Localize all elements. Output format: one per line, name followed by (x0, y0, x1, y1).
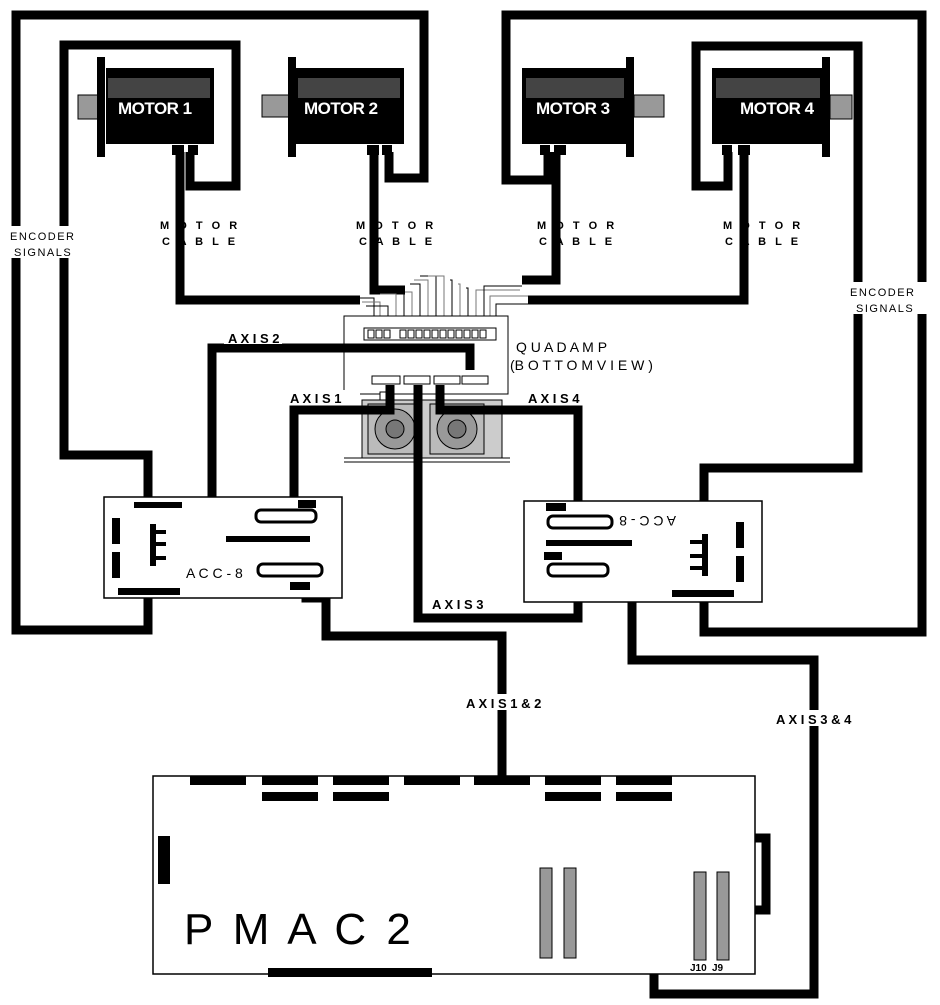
pmac2-label: P M A C 2 (184, 905, 415, 954)
quad-amp (343, 315, 510, 463)
motor-4: MOTOR 4 (712, 57, 853, 157)
motor-cable-label-4-line1: M O T O R (723, 220, 803, 232)
encoder-left-line1: ENCODER (10, 231, 76, 243)
motor-cables (175, 152, 749, 335)
j9-label: J9 (712, 963, 724, 974)
encoder-right-line2: SIGNALS (856, 303, 914, 315)
axis-3-4-label: A X I S 3 & 4 (776, 712, 852, 727)
j10-label: J10 (690, 963, 707, 974)
quad-amp-line1: Q U A D A M P (516, 339, 607, 355)
motor-3-label: MOTOR 3 (536, 99, 610, 118)
acc8-left-label: A C C - 8 (186, 565, 243, 581)
quad-amp-label: Q U A D A M P (B O T T O M V I E W ) (510, 339, 653, 373)
acc8-left-board: A C C - 8 (103, 496, 343, 599)
motor-cable-label-1-line2: C A B L E (162, 236, 238, 248)
motor-cable-label-3-line2: C A B L E (539, 236, 615, 248)
pmac2-board: P M A C 2 J10 J9 (152, 775, 756, 977)
encoder-signals-right-label: ENCODER SIGNALS (844, 282, 938, 315)
quad-amp-terminals (367, 329, 487, 339)
motor-cable-label-2-line1: M O T O R (356, 220, 436, 232)
acc8-right-board: A C C - 8 (523, 500, 763, 603)
axis-4-label: A X I S 4 (528, 391, 580, 406)
encoder-cables (11, 10, 927, 637)
motor-2: MOTOR 2 (261, 57, 404, 157)
motor-1: MOTOR 1 (77, 57, 214, 157)
quad-amp-line2: (B O T T O M V I E W ) (510, 357, 653, 373)
motor-2-label: MOTOR 2 (304, 99, 378, 118)
motor-cable-label-2: M O T O R C A B L E (356, 220, 436, 248)
acc8-right-label: A C C - 8 (619, 513, 676, 529)
motor-cable-label-2-line2: C A B L E (359, 236, 435, 248)
motor-cable-label-1: M O T O R C A B L E (160, 220, 240, 248)
axis-1-2-label: A X I S 1 & 2 (466, 696, 541, 711)
axis-2-label: A X I S 2 (228, 331, 280, 346)
motor-cable-label-3: M O T O R C A B L E (537, 220, 617, 248)
motor-3: MOTOR 3 (522, 57, 665, 157)
motor-4-label: MOTOR 4 (740, 99, 815, 118)
motor-cable-label-1-line1: M O T O R (160, 220, 240, 232)
motor-1-label: MOTOR 1 (118, 99, 192, 118)
motor-cable-label-3-line1: M O T O R (537, 220, 617, 232)
axis-1-label: A X I S 1 (290, 391, 342, 406)
encoder-signals-left-label: ENCODER SIGNALS (6, 226, 96, 259)
axis-3-label: A X I S 3 (432, 597, 484, 612)
motor-cable-label-4: M O T O R C A B L E (723, 220, 803, 248)
encoder-left-line2: SIGNALS (14, 247, 72, 259)
motor-cable-label-4-line2: C A B L E (725, 236, 801, 248)
encoder-right-line1: ENCODER (850, 287, 916, 299)
